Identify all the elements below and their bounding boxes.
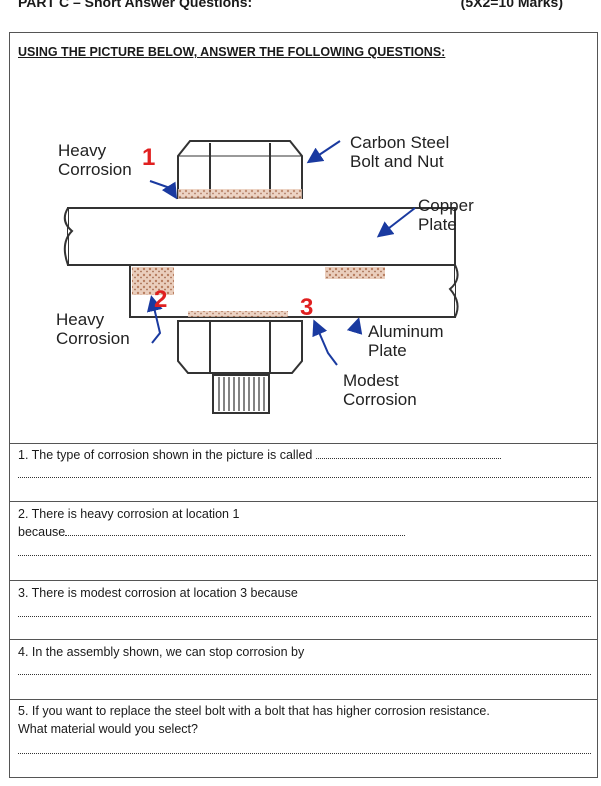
question-2-line2: because [18,525,406,539]
rust-left [132,267,174,295]
label-carbon-steel-1: Carbon Steel [350,133,449,152]
rust-top-nut [178,189,302,199]
label-heavy-corrosion-bottom-1: Heavy [56,310,105,329]
bolt-thread [212,374,270,414]
answer-blank-1a[interactable] [315,450,501,459]
separator-q2 [10,501,597,502]
bottom-nut [177,320,303,374]
label-carbon-steel-2: Bolt and Nut [350,152,444,171]
question-3: 3. There is modest corrosion at location… [18,586,298,600]
separator-q4 [10,639,597,640]
label-modest-2: Corrosion [343,390,417,409]
question-5-line2: What material would you select? [18,722,198,736]
separator-q5 [10,699,597,700]
question-1: 1. The type of corrosion shown in the pi… [18,448,501,462]
answer-blank-3[interactable] [18,616,591,617]
label-heavy-corrosion-top-1: Heavy [58,141,107,160]
rust-bottom [188,311,288,317]
label-aluminum-2: Plate [368,341,407,360]
question-2-line1: 2. There is heavy corrosion at location … [18,507,240,521]
label-copper-2: Plate [418,215,457,234]
bolt-corrosion-figure: Heavy Corrosion Carbon Steel Bolt and Nu… [56,133,474,414]
label-heavy-corrosion-bottom-2: Corrosion [56,329,130,348]
separator-q1 [10,443,597,444]
question-4: 4. In the assembly shown, we can stop co… [18,645,305,659]
top-nut [177,140,303,199]
copper-plate [63,207,456,266]
label-copper-1: Copper [418,196,474,215]
answer-blank-1b[interactable] [18,477,591,478]
answer-blank-5[interactable] [18,753,591,754]
label-aluminum-1: Aluminum [368,322,444,341]
part-title: PART C – Short Answer Questions: [18,0,253,10]
label-heavy-corrosion-top-2: Corrosion [58,160,132,179]
location-number-1: 1 [142,144,155,171]
instruction-heading: USING THE PICTURE BELOW, ANSWER THE FOLL… [18,45,446,59]
answer-blank-4[interactable] [18,674,591,675]
question-5-line1: 5. If you want to replace the steel bolt… [18,704,490,718]
callout-arrows [146,140,416,366]
location-number-3: 3 [300,294,313,321]
marks-label: (5X2=10 Marks) [460,0,563,10]
aluminum-plate [129,264,459,318]
rust-right [325,267,385,279]
label-modest-1: Modest [343,371,399,390]
answer-blank-2b[interactable] [18,555,591,556]
page-header: PART C – Short Answer Questions: (5X2=10… [18,0,563,12]
separator-q3 [10,580,597,581]
location-number-2: 2 [154,286,167,313]
question-frame: USING THE PICTURE BELOW, ANSWER THE FOLL… [9,32,598,778]
answer-blank-2a[interactable] [65,527,406,536]
